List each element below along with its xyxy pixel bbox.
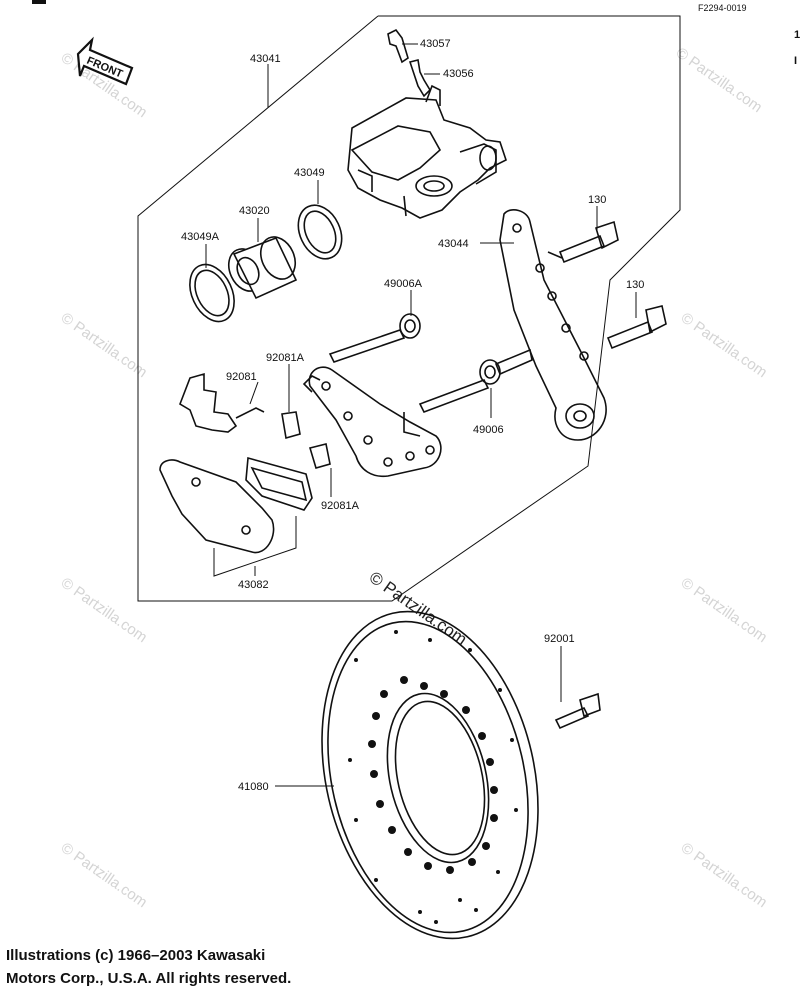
brake-pad-front	[245, 456, 313, 511]
part-label: 49006	[473, 424, 504, 436]
part-labels: 43041 43057 43056 43049 43020 43049A 430…	[181, 38, 644, 793]
bleeder-cap	[387, 28, 409, 64]
corner-mark	[32, 0, 46, 4]
pad-shim-bottom	[308, 443, 331, 469]
watermark: © Partzilla.com	[678, 309, 771, 381]
part-label: 92081A	[266, 352, 305, 364]
slide-pin-lower	[418, 348, 533, 414]
part-label: 41080	[238, 781, 269, 793]
brake-disc	[321, 610, 539, 940]
bolt-upper	[547, 220, 619, 264]
part-label: 43082	[238, 579, 269, 591]
figure-code: F2294-0019	[698, 3, 747, 13]
front-arrow-icon: FRONT	[76, 36, 134, 86]
pad-shim-top	[281, 411, 301, 440]
part-label: 43044	[438, 238, 469, 250]
copyright-line: Illustrations (c) 1966–2003 Kawasaki	[6, 947, 266, 964]
part-label: 43020	[239, 205, 270, 217]
caliper-holder	[499, 209, 607, 441]
part-label: 49006A	[384, 278, 423, 290]
disc-holes	[348, 630, 518, 924]
watermark: © Partzilla.com	[58, 574, 151, 646]
part-label: 92081A	[321, 500, 360, 512]
caliper-bracket	[302, 366, 442, 478]
dust-seal	[189, 263, 235, 323]
edge-mark: I	[794, 55, 797, 67]
part-label: 43056	[443, 68, 474, 80]
leader-lines	[205, 43, 637, 787]
piston-seal	[297, 204, 343, 260]
bolt-lower	[606, 305, 667, 350]
part-label: 43057	[420, 38, 451, 50]
caliper-body	[347, 84, 507, 219]
slide-pin-upper	[328, 313, 421, 363]
part-label: 43049	[294, 167, 325, 179]
edge-mark: 1	[794, 29, 800, 41]
watermark: © Partzilla.com	[673, 44, 766, 116]
anti-rattle-spring	[179, 372, 265, 433]
part-label: 130	[588, 194, 606, 206]
disc-bolt	[554, 692, 601, 730]
assembly-outline	[137, 15, 681, 602]
copyright-notice: Illustrations (c) 1966–2003 Kawasaki Mot…	[6, 944, 291, 990]
watermark-center: © Partzilla.com	[366, 568, 471, 649]
watermark: © Partzilla.com	[58, 309, 151, 381]
part-label: 130	[626, 279, 644, 291]
copyright-line: Motors Corp., U.S.A. All rights reserved…	[6, 970, 292, 987]
watermarks: © Partzilla.com © Partzilla.com © Partzi…	[58, 44, 771, 911]
bleeder-valve	[408, 59, 432, 98]
part-label: 92081	[226, 371, 257, 383]
watermark: © Partzilla.com	[678, 839, 771, 911]
part-label: 92001	[544, 633, 575, 645]
part-label: 43041	[250, 53, 281, 65]
watermark: © Partzilla.com	[58, 839, 151, 911]
piston	[227, 236, 298, 300]
part-label: 43049A	[181, 231, 220, 243]
watermark: © Partzilla.com	[678, 574, 771, 646]
brake-pad-rear	[159, 459, 275, 554]
